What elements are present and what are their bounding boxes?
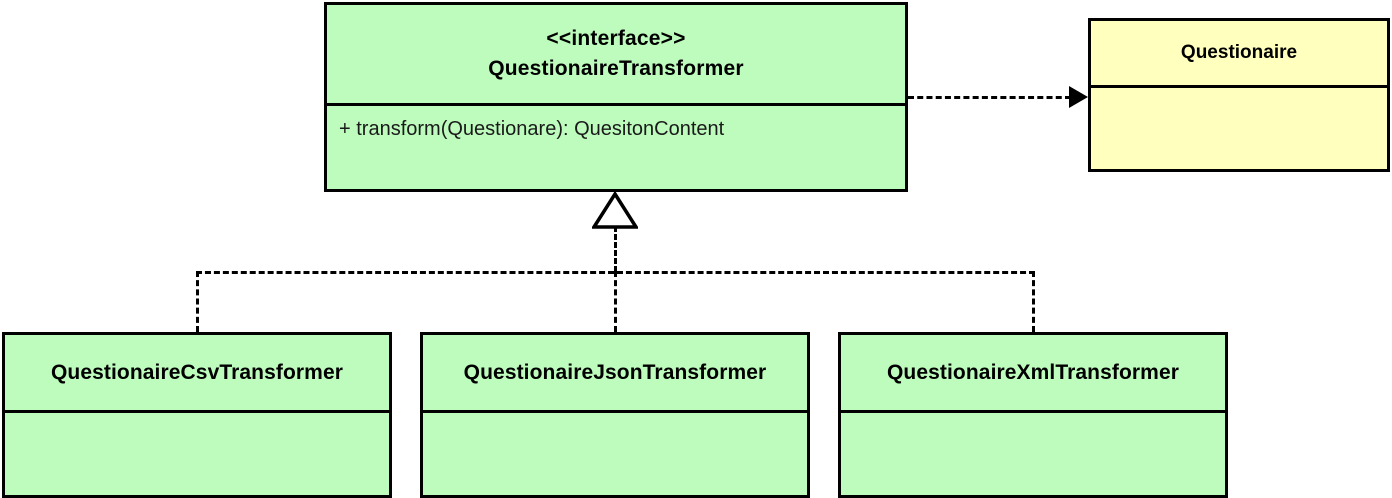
stereotype-label: <<interface>> <box>546 27 686 50</box>
method-transform: + transform(Questionare): QuesitonConten… <box>339 118 725 140</box>
class-members-questionaire-csv-transformer <box>5 413 389 495</box>
realization-drop-line-json <box>614 271 617 332</box>
realization-drop-line-xml <box>1032 271 1035 332</box>
realization-triangle-icon <box>592 192 638 229</box>
class-box-questionaire[interactable]: Questionaire <box>1088 18 1390 172</box>
class-name-questionaire-csv-transformer: QuestionaireCsvTransformer <box>50 360 344 384</box>
class-header-questionaire-csv-transformer: QuestionaireCsvTransformer <box>5 335 389 413</box>
class-box-questionaire-xml-transformer[interactable]: QuestionaireXmlTransformer <box>838 332 1228 498</box>
class-header-questionaire-json-transformer: QuestionaireJsonTransformer <box>423 335 807 413</box>
dependency-arrowhead-icon <box>1069 86 1088 108</box>
class-box-questionaire-csv-transformer[interactable]: QuestionaireCsvTransformer <box>2 332 392 498</box>
realization-stem-line <box>614 226 617 272</box>
class-name-questionaire-xml-transformer: QuestionaireXmlTransformer <box>886 360 1180 384</box>
class-header-questionaire-xml-transformer: QuestionaireXmlTransformer <box>841 335 1225 413</box>
class-name-questionaire-json-transformer: QuestionaireJsonTransformer <box>463 360 767 384</box>
class-name-questionaire: Questionaire <box>1180 42 1298 63</box>
class-members-questionaire-xml-transformer <box>841 413 1225 495</box>
class-members-questionaire-json-transformer <box>423 413 807 495</box>
dependency-line-questionaire <box>908 96 1071 99</box>
class-members-questionaire-transformer: + transform(Questionare): QuesitonConten… <box>327 106 905 189</box>
realization-drop-line-csv <box>196 271 199 332</box>
class-members-questionaire <box>1091 88 1387 169</box>
class-box-questionaire-transformer[interactable]: <<interface>> QuestionaireTransformer + … <box>324 2 908 192</box>
class-box-questionaire-json-transformer[interactable]: QuestionaireJsonTransformer <box>420 332 810 498</box>
class-name-questionaire-transformer: QuestionaireTransformer <box>488 57 744 80</box>
class-header-questionaire-transformer: <<interface>> QuestionaireTransformer <box>327 5 905 106</box>
class-header-questionaire: Questionaire <box>1091 21 1387 88</box>
